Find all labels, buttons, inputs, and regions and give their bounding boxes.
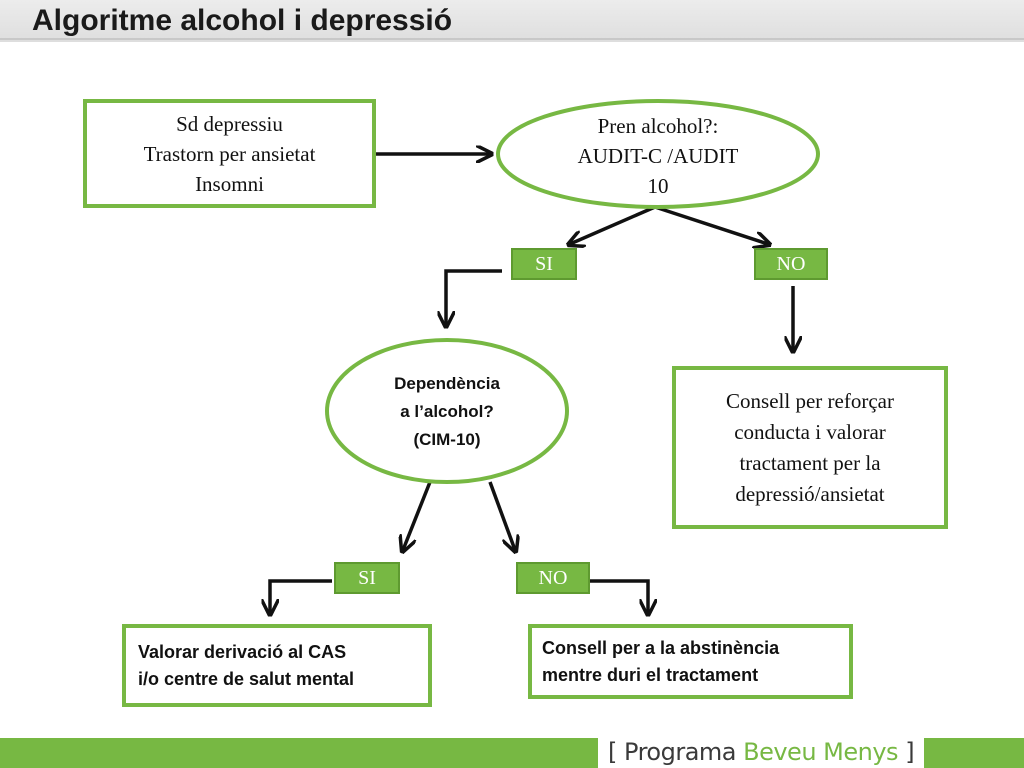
si-tag-2: SI [334, 562, 400, 594]
arrow-question-to-no [654, 205, 768, 244]
page-title: Algoritme alcohol i depressió [32, 4, 453, 37]
arrow-no-to-abstinence [590, 579, 648, 613]
no-tag-2: NO [516, 562, 590, 594]
alcohol-question-label: Pren alcohol?: AUDIT-C /AUDIT 10 [577, 114, 739, 198]
arrow-dependence-to-no [488, 481, 515, 550]
logo-program: Programa [624, 738, 736, 766]
arrow-dependence-to-si [403, 481, 432, 550]
arrow-si-to-referral [270, 579, 332, 613]
logo-brand: Beveu Menys [743, 738, 899, 766]
program-logo: [ Programa Beveu Menys ] [598, 736, 925, 768]
start-box: Sd depressiu Trastorn per ansietat Insom… [83, 99, 376, 208]
arrow-question-to-si [570, 205, 656, 244]
abstinence-box: Consell per a la abstinència mentre duri… [528, 624, 853, 699]
logo-close-bracket: ] [905, 738, 915, 766]
advice-reinforce-box: Consell per reforçar conducta i valorar … [672, 366, 948, 529]
logo-open-bracket: [ [608, 738, 617, 766]
title-rule [0, 38, 1024, 40]
ellipse-alcohol-question [496, 99, 820, 209]
dependence-question-label: Dependència a l’alcohol? (CIM-10) [394, 374, 500, 449]
no-tag-1: NO [754, 248, 828, 280]
si-tag-1: SI [511, 248, 577, 280]
title-bar [0, 0, 1024, 42]
ellipse-dependence-question [325, 338, 569, 484]
arrow-si-to-dependence [446, 269, 502, 325]
referral-box: Valorar derivació al CAS i/o centre de s… [122, 624, 432, 707]
